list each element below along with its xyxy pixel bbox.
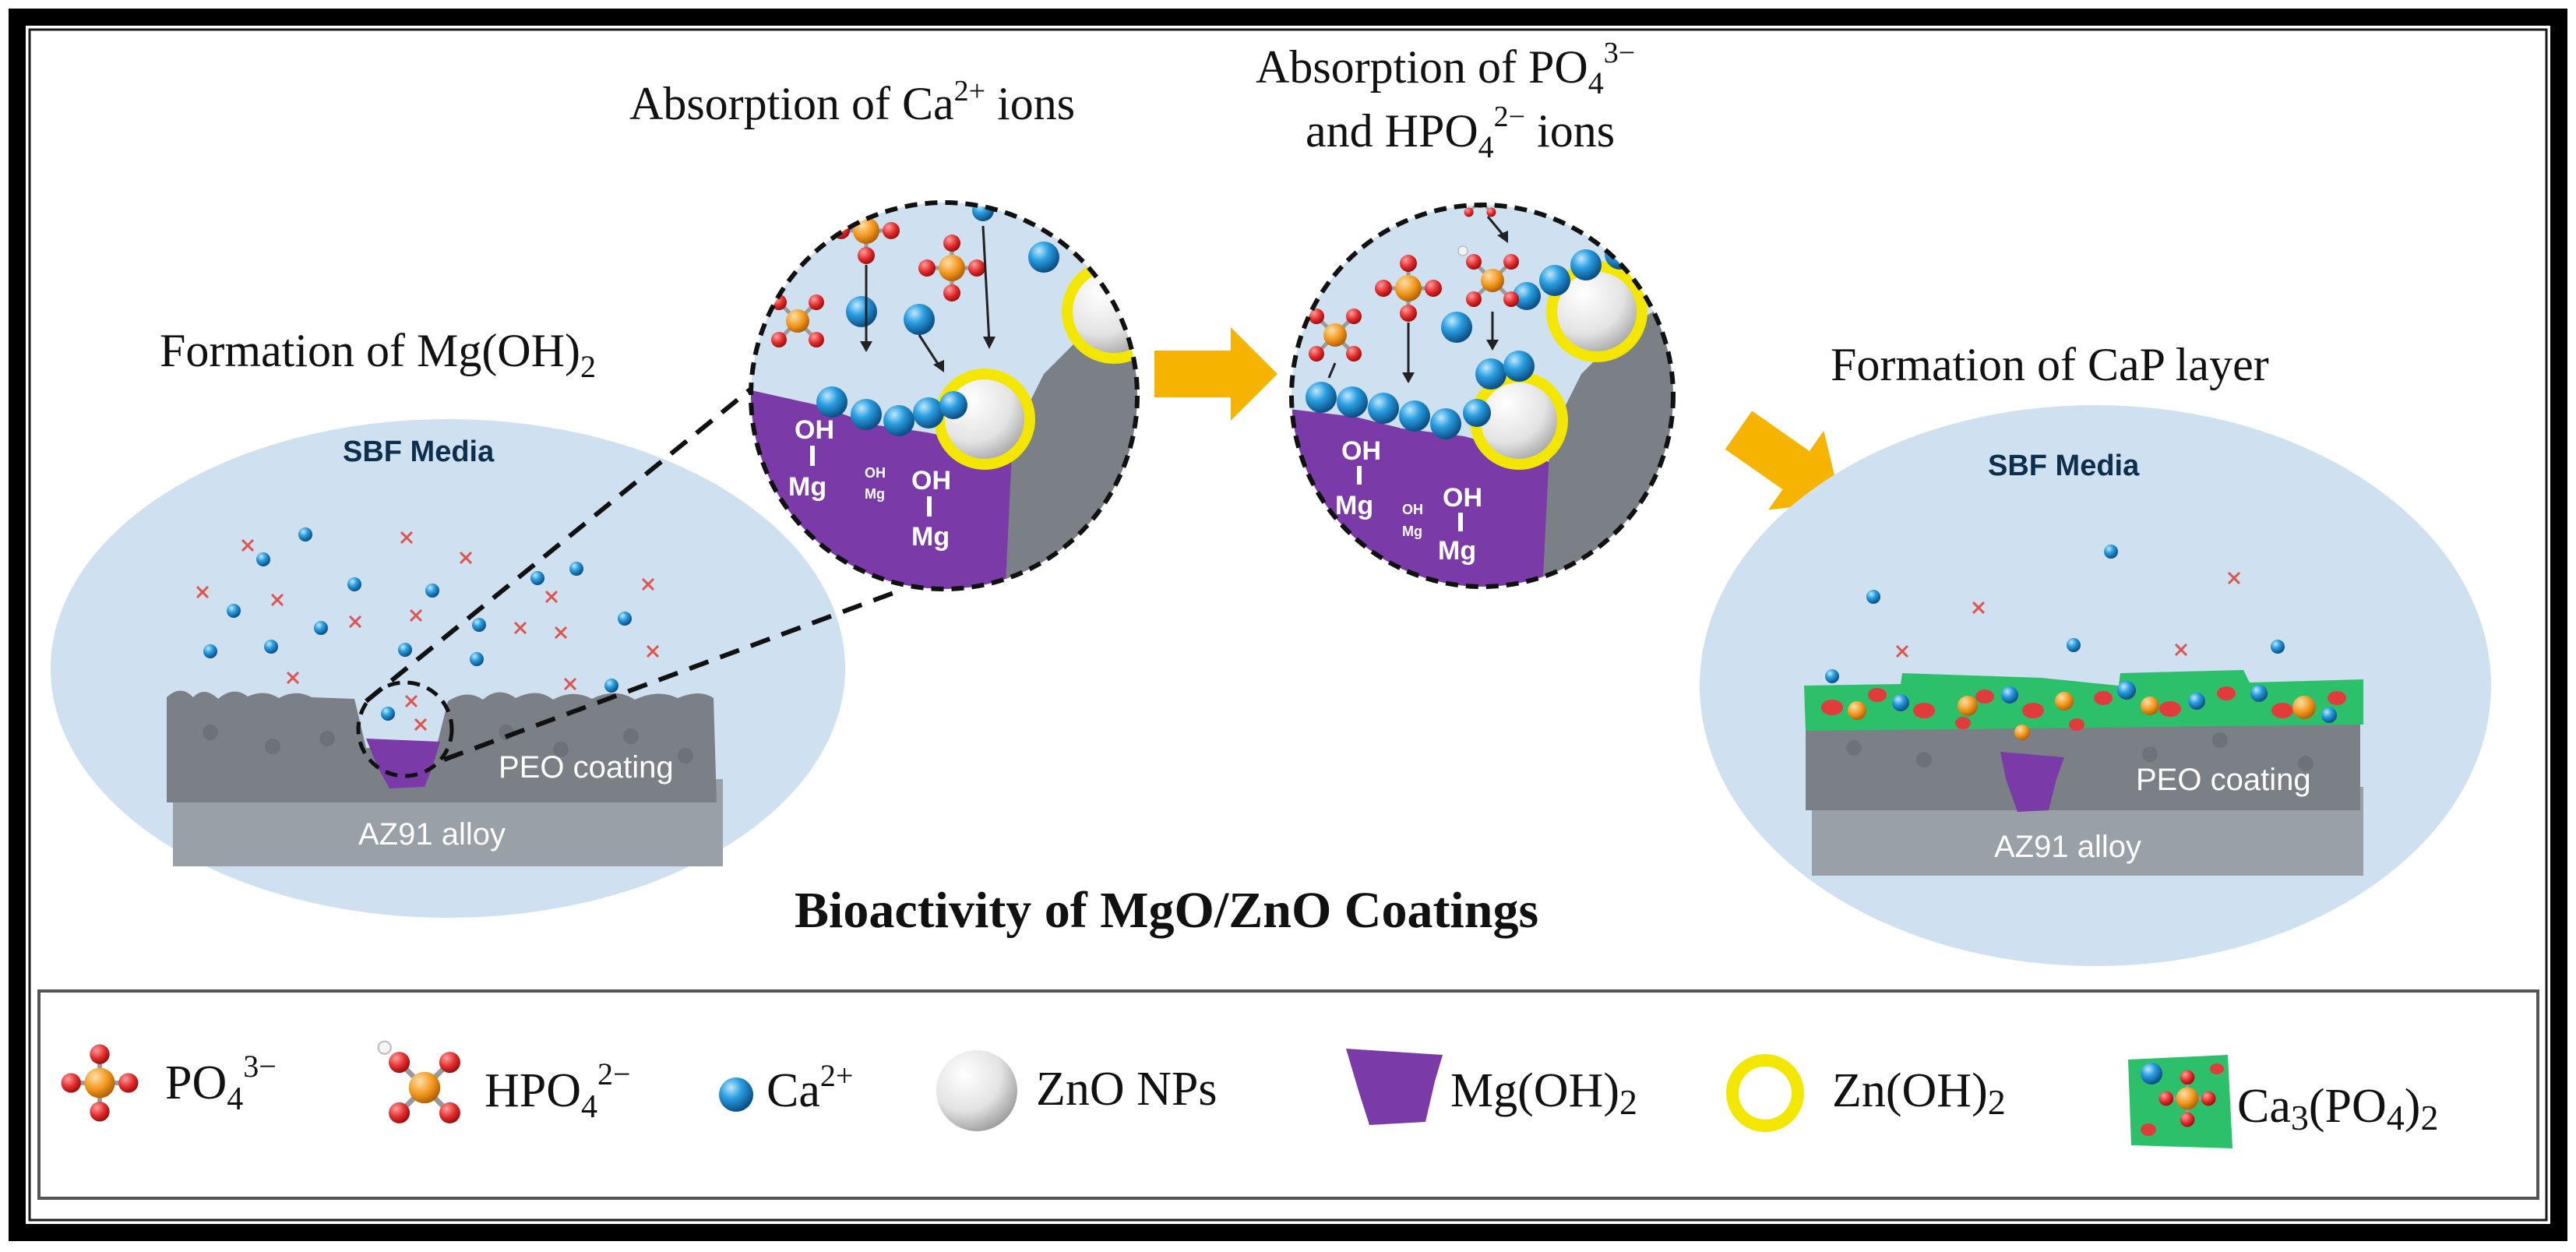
left-coating-label: PEO coating xyxy=(499,750,674,785)
main-title: Bioactivity of MgO/ZnO Coatings xyxy=(795,882,1538,939)
zoom2-stage: Absorption of PO43− and HPO42− ions xyxy=(1256,37,1676,589)
zoom-line-top xyxy=(365,364,781,704)
svg-text:Mg: Mg xyxy=(1438,536,1476,566)
svg-text:OH: OH xyxy=(865,465,886,481)
zoom1-stage: Absorption of Ca2+ ions OH Mg O xyxy=(629,75,1140,591)
left-alloy-label: AZ91 alloy xyxy=(358,817,506,852)
svg-text:OH: OH xyxy=(911,466,951,496)
left-coating-pores xyxy=(203,725,693,764)
legend-znoh-icon xyxy=(1726,1054,1804,1132)
legend-mgoh-icon xyxy=(1346,1049,1443,1125)
zoom-line-bottom xyxy=(442,590,897,762)
arrow-zoom2-to-right xyxy=(1725,411,1841,510)
svg-text:OH: OH xyxy=(1341,436,1381,466)
legend-ca-label: Ca2+ xyxy=(766,1058,853,1117)
left-stage-title: Formation of Mg(OH)2 xyxy=(160,325,596,384)
legend-po4-label: PO43− xyxy=(165,1049,277,1117)
right-media-label: SBF Media xyxy=(1988,450,2140,482)
zoom2-title-line1: Absorption of PO43− xyxy=(1256,37,1635,101)
svg-text:Mg: Mg xyxy=(865,486,885,502)
svg-text:Mg: Mg xyxy=(911,522,950,552)
arrow-zoom1-to-zoom2 xyxy=(1154,327,1277,421)
legend-ca-icon xyxy=(719,1077,753,1112)
right-cap-particles xyxy=(1821,681,2346,740)
left-ions xyxy=(203,527,632,721)
right-cap-layer xyxy=(1804,670,2363,731)
right-ions xyxy=(1825,545,2285,683)
legend: PO43− HPO42− Ca2+ ZnO NPs Mg(OH)2 Zn(OH)… xyxy=(37,989,2539,1200)
svg-text:OH: OH xyxy=(1402,502,1423,517)
zoom1-circle xyxy=(749,200,1140,591)
right-mgoh-deposit xyxy=(2000,752,2064,812)
right-stage: Formation of CaP layer SBF Media xyxy=(1700,339,2491,966)
legend-cap-label: Ca3(PO4)2 xyxy=(2237,1080,2438,1137)
left-media-label: SBF Media xyxy=(343,436,495,468)
legend-zno-icon xyxy=(936,1050,1017,1131)
left-zoom-target xyxy=(356,680,454,778)
right-coating-pores xyxy=(1846,732,2313,771)
right-alloy-label: AZ91 alloy xyxy=(1994,830,2141,864)
left-stage: Formation of Mg(OH)2 SBF Media P xyxy=(51,325,897,918)
left-mgoh-deposit xyxy=(366,739,440,788)
svg-text:OH: OH xyxy=(795,415,834,445)
zoom2-circle xyxy=(1289,203,1676,589)
right-coating-label: PEO coating xyxy=(2136,763,2311,797)
legend-cap-icon xyxy=(2128,1055,2232,1148)
svg-text:OH: OH xyxy=(1443,483,1482,513)
inner-frame xyxy=(28,28,2548,1222)
zoom1-title: Absorption of Ca2+ ions xyxy=(629,75,1075,129)
legend-hpo4-label: HPO42− xyxy=(485,1056,631,1125)
right-stage-title: Formation of CaP layer xyxy=(1831,339,2269,390)
legend-mgoh-label: Mg(OH)2 xyxy=(1450,1064,1637,1122)
zoom2-title-line2: and HPO42− ions xyxy=(1306,101,1615,164)
svg-text:Mg: Mg xyxy=(1402,524,1422,539)
left-peo-coating xyxy=(167,690,717,802)
svg-text:Mg: Mg xyxy=(788,472,826,502)
legend-zno-label: ZnO NPs xyxy=(1036,1063,1218,1116)
legend-znoh-label: Zn(OH)2 xyxy=(1832,1064,2006,1122)
svg-text:Mg: Mg xyxy=(1335,491,1373,520)
legend-box xyxy=(37,989,2539,1200)
